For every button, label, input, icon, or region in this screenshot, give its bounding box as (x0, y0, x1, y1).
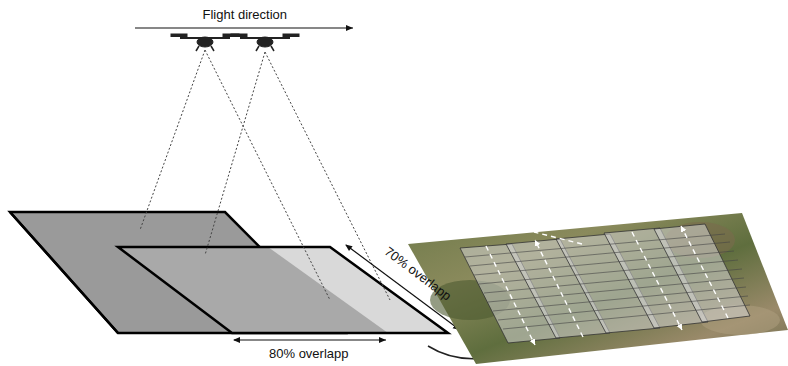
drone (171, 34, 239, 51)
drone (231, 34, 299, 51)
overlap-label: 80% overlapp (269, 346, 349, 362)
flight-direction-label: Flight direction (203, 7, 288, 23)
